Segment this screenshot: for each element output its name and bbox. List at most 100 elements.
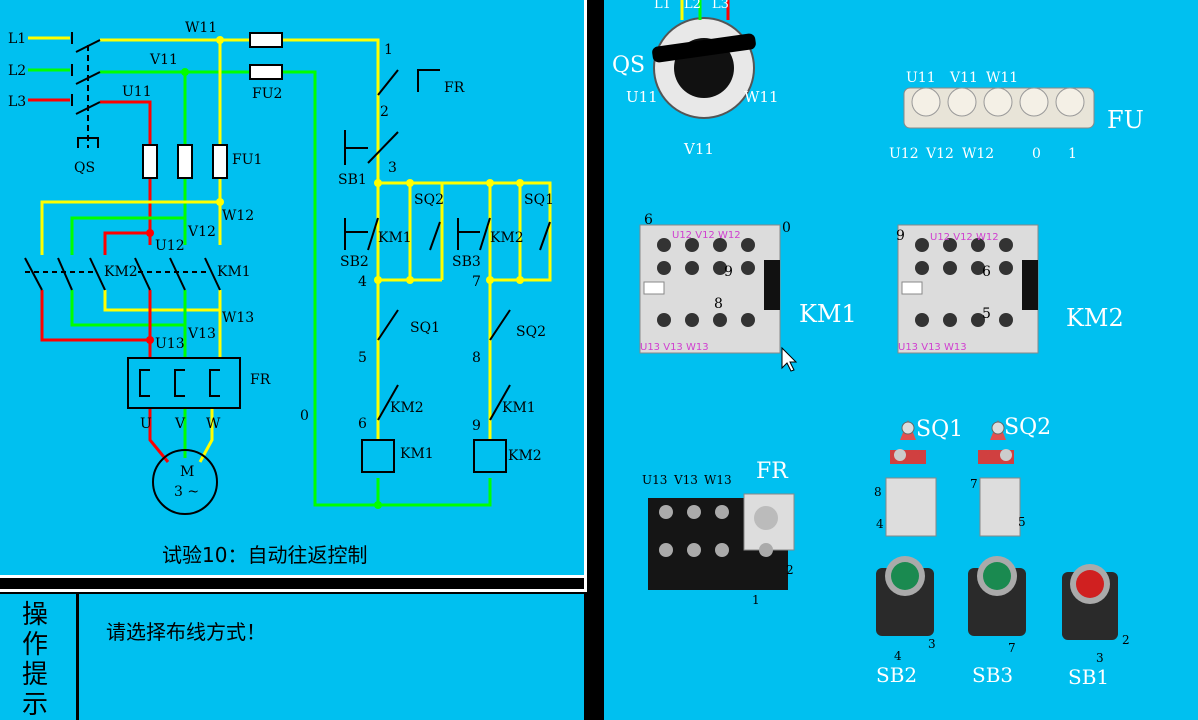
fr-title: FR: [756, 459, 789, 484]
label-w12: W12: [222, 208, 254, 224]
label-w13: W13: [222, 310, 254, 326]
km2-label-5: 5: [982, 306, 991, 322]
label-sq1: SQ1: [410, 320, 440, 336]
fu-component[interactable]: [903, 87, 1095, 129]
wire-km2-u: [40, 290, 150, 342]
qs-label-u11: U11: [626, 88, 658, 106]
hint-title-char: 作: [22, 630, 49, 660]
qs-label-w11: W11: [744, 88, 779, 106]
km1-label-6: 6: [644, 212, 653, 228]
label-node-0: 0: [300, 408, 309, 424]
fu-label-u11: U11: [906, 70, 936, 86]
fu-label-w12: W12: [962, 146, 994, 162]
km2-label-9: 9: [896, 228, 905, 244]
diagram-caption: 试验10：自动往返控制: [162, 543, 367, 567]
km-main-contacts: [24, 257, 221, 291]
label-fu2: FU2: [252, 86, 282, 102]
label-fr-contact: FR: [444, 80, 465, 96]
wire-v12-cross: [70, 216, 185, 255]
qs-title: QS: [612, 53, 645, 78]
km1-label-8: 8: [714, 296, 723, 312]
km2-title: KM2: [1066, 304, 1124, 332]
label-km2-main: KM2: [104, 264, 138, 280]
label-l3: L3: [8, 94, 26, 110]
parts-canvas: L1 L2 L3 QS U11 W11 V11 U11 V11 W11 FU U…: [612, 0, 1144, 689]
label-km2-interlock: KM2: [390, 400, 424, 416]
fu-label-v12: V12: [925, 146, 954, 162]
junction-dots: [181, 68, 382, 509]
hint-title-char: 操: [22, 600, 49, 630]
fu-label-0: 0: [1032, 146, 1041, 162]
fr-component[interactable]: [648, 493, 795, 590]
fu-label-v11: V11: [949, 70, 978, 86]
label-node-6: 6: [358, 416, 367, 432]
label-motor-m: M: [180, 464, 194, 480]
fr-label-u13: U13: [642, 473, 667, 487]
fr-label-1: 1: [752, 593, 760, 607]
km1-label-9: 9: [724, 264, 733, 280]
label-sb1: SB1: [338, 172, 367, 188]
wire-motor-u: [148, 408, 170, 463]
wire-km2-v: [70, 290, 185, 327]
label-motor-3phase: 3 ~: [174, 484, 199, 500]
sb2-button-component[interactable]: [876, 556, 934, 636]
sq2-component[interactable]: [978, 420, 1021, 537]
sq1-label-8: 8: [874, 485, 882, 499]
separator-vertical: [584, 0, 587, 592]
label-w: W: [206, 416, 221, 432]
hint-panel: 操 作 提 示 请选择布线方式！: [0, 594, 584, 720]
label-u11: U11: [122, 84, 152, 100]
label-u13: U13: [155, 336, 185, 352]
hint-title-char: 提: [22, 660, 49, 690]
sb1-button-component[interactable]: [1062, 564, 1118, 640]
label-v13: V13: [187, 326, 216, 342]
label-sq2: SQ2: [516, 324, 546, 340]
fu1-fuses: [142, 144, 228, 179]
motor-symbol: [152, 449, 218, 515]
label-km2-aux: KM2: [490, 230, 524, 246]
fu-label-u12: U12: [889, 146, 919, 162]
schematic-diagram: L1 L2 L3 W11 V11 U11 QS FU1 FU2 W12 V12 …: [8, 20, 554, 567]
km2-label-6: 6: [982, 264, 991, 280]
separator-horizontal-2: [0, 589, 590, 592]
km1-label-top: U12 V12 W12: [672, 230, 741, 241]
separator-horizontal: [0, 575, 590, 578]
fr-thermal-relay: [127, 357, 241, 409]
label-km1-coil: KM1: [400, 446, 434, 462]
label-w11: W11: [185, 20, 217, 36]
parts-panel: L1 L2 L3 QS U11 W11 V11 U11 V11 W11 FU U…: [604, 0, 1198, 720]
hint-title-char: 示: [22, 690, 49, 720]
qs-label-l3: L3: [712, 0, 729, 12]
label-node-2: 2: [380, 104, 389, 120]
label-v11: V11: [149, 52, 178, 68]
km1-label-0: 0: [782, 220, 791, 236]
km2-component[interactable]: [897, 224, 1039, 354]
km2-label-top: U12 V12 W12: [930, 232, 999, 243]
label-l1: L1: [8, 31, 26, 47]
sq1-title: SQ1: [916, 417, 963, 442]
sb2-title: SB2: [876, 663, 917, 687]
sb3-label-7: 7: [1008, 641, 1016, 655]
wire-fu2-1: [282, 38, 380, 60]
label-node-5: 5: [358, 350, 367, 366]
km1-label-bottom: U13 V13 W13: [640, 342, 709, 353]
sq1-label-4: 4: [876, 517, 884, 531]
label-sb2: SB2: [340, 254, 369, 270]
label-node-7: 7: [472, 274, 481, 290]
fu-label-1: 1: [1068, 146, 1077, 162]
sb3-title: SB3: [972, 663, 1013, 687]
wire-0: [282, 70, 492, 507]
sq1-component[interactable]: [885, 420, 937, 537]
qs-label-l2: L2: [684, 0, 701, 12]
wire-motor-w: [198, 408, 214, 463]
fr-label-w13: W13: [704, 473, 732, 487]
qs-switch: [71, 32, 101, 148]
hint-title: 操 作 提 示: [0, 594, 79, 720]
km1-component[interactable]: [639, 224, 781, 354]
control-contacts: [344, 69, 551, 473]
sb3-button-component[interactable]: [968, 556, 1026, 636]
label-fr-main: FR: [250, 372, 271, 388]
qs-component[interactable]: [651, 0, 756, 119]
label-sq1-nc: SQ1: [524, 192, 554, 208]
